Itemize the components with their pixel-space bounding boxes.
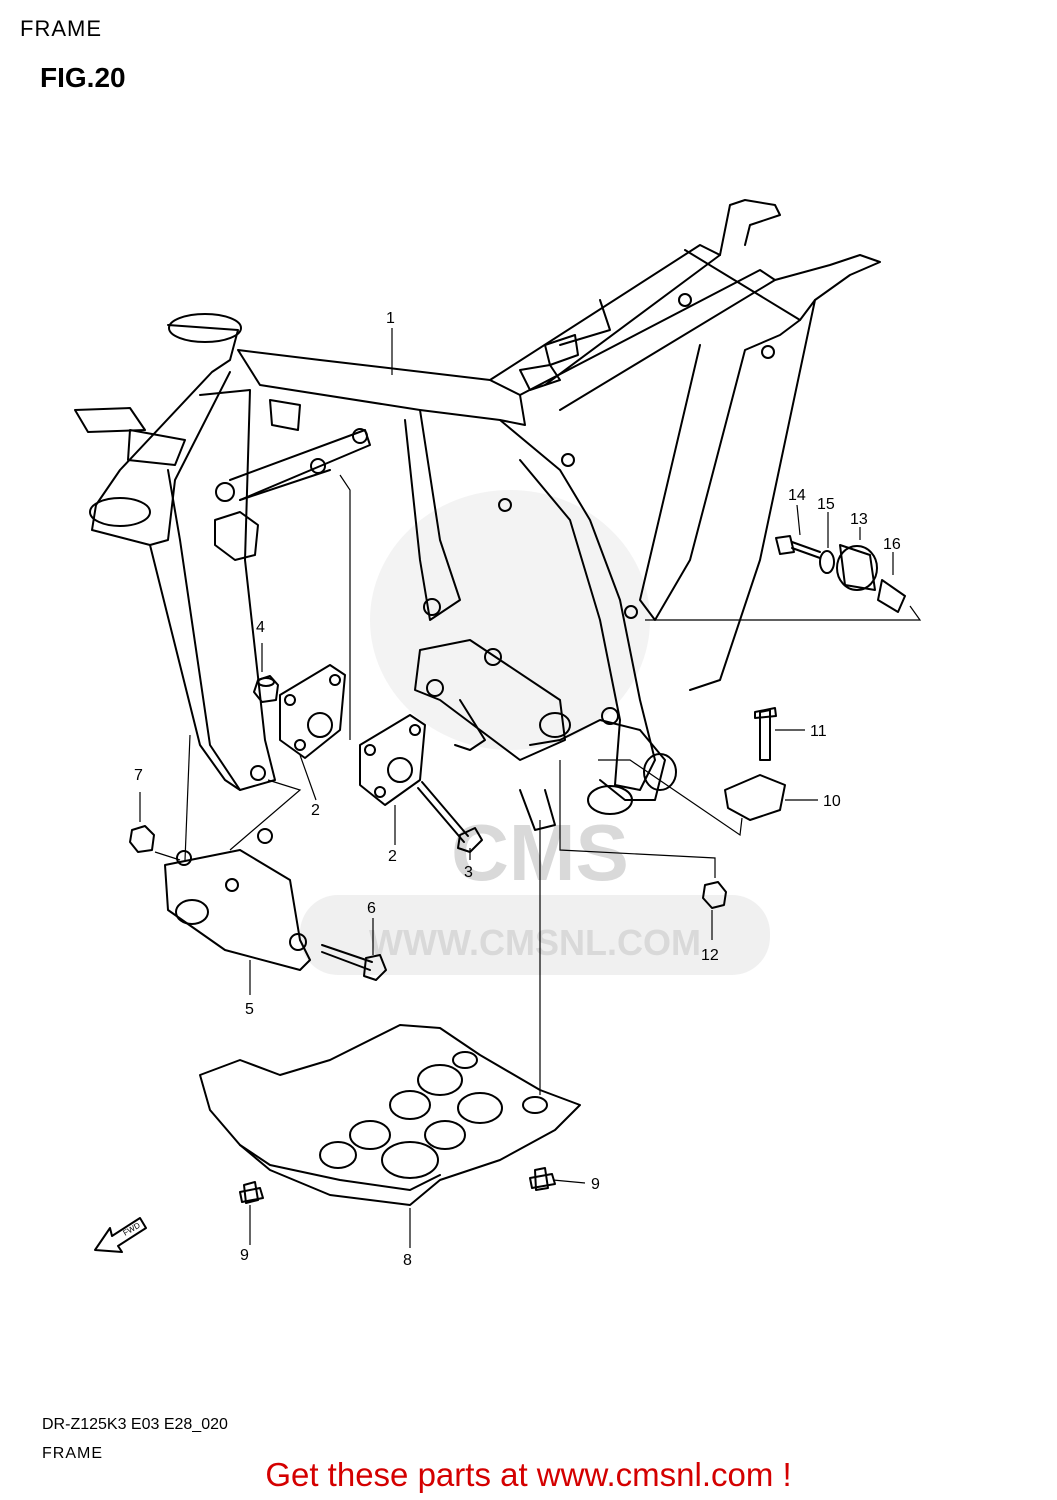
leader-lines [139,328,922,1248]
callout-2-right: 2 [388,848,397,865]
callout-13: 13 [850,511,868,528]
callout-5: 5 [245,1001,254,1018]
callout-16: 16 [883,536,901,553]
fwd-label: FWD [122,1221,142,1238]
callout-2-left: 2 [311,802,320,819]
engine-bracket [164,849,311,971]
callout-3: 3 [464,864,473,881]
callout-8: 8 [403,1252,412,1269]
callout-14: 14 [788,487,806,504]
skid-plate [199,1024,581,1206]
callout-10: 10 [823,793,841,810]
figure-number: FIG.20 [40,62,126,93]
engine-mount-plates [279,664,426,806]
section-header: FRAME [20,16,102,41]
watermark-url: WWW.CMSNL.COM [369,922,701,963]
promo-link[interactable]: Get these parts at www.cmsnl.com ! [265,1456,792,1493]
callout-15: 15 [817,496,835,513]
diagram-code: DR-Z125K3 E03 E28_020 [42,1416,228,1433]
callout-4: 4 [256,619,265,636]
callout-1: 1 [386,310,395,327]
fasteners [129,535,906,1204]
main-frame [74,199,881,844]
callout-6: 6 [367,900,376,917]
fwd-arrow-icon: FWD [94,1217,147,1253]
callout-7: 7 [134,767,143,784]
callout-12: 12 [701,947,719,964]
callout-11: 11 [810,723,827,740]
callout-9-right: 9 [591,1176,600,1193]
callout-labels: 1 2 2 3 4 5 6 7 8 9 9 10 11 12 13 14 15 … [134,310,901,1269]
footer-section: FRAME [42,1445,103,1462]
callout-9-left: 9 [240,1247,249,1264]
